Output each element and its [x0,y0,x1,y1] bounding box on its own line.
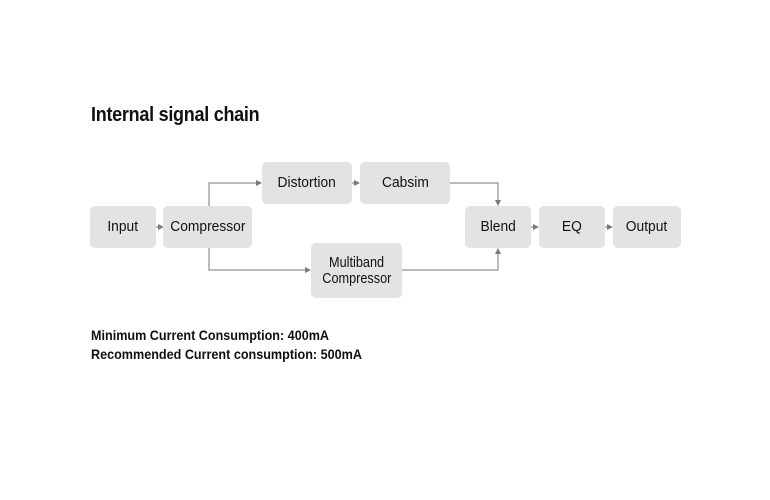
wire-compressor-multiband [208,248,311,273]
wire-compressor-distortion [208,180,262,206]
diagram-title: Internal signal chain [91,104,260,126]
wire-cabsim-blend [450,182,501,206]
node-output-label: Output [626,218,668,235]
node-multiband-line2: Compressor [321,269,392,287]
node-eq-label: EQ [562,218,582,235]
node-eq: EQ [539,206,605,248]
wire-multiband-blend [402,248,501,271]
node-multiband-compressor: Multiband Compressor [311,243,402,298]
node-blend: Blend [465,206,531,248]
node-distortion-label: Distortion [277,174,337,191]
node-input-label: Input [107,218,139,235]
recommended-current-text: Recommended Current consumption: 500mA [91,346,362,362]
node-distortion: Distortion [262,162,352,204]
node-multiband-line1: Multiband [328,253,385,271]
node-multiband-label: Multiband Compressor [319,253,394,287]
node-blend-label: Blend [480,218,516,235]
node-compressor-label: Compressor [169,218,246,235]
node-cabsim: Cabsim [360,162,450,204]
min-current-text: Minimum Current Consumption: 400mA [91,327,330,343]
node-input: Input [90,206,156,248]
node-cabsim-label: Cabsim [381,174,429,191]
node-compressor: Compressor [163,206,252,248]
node-output: Output [613,206,681,248]
